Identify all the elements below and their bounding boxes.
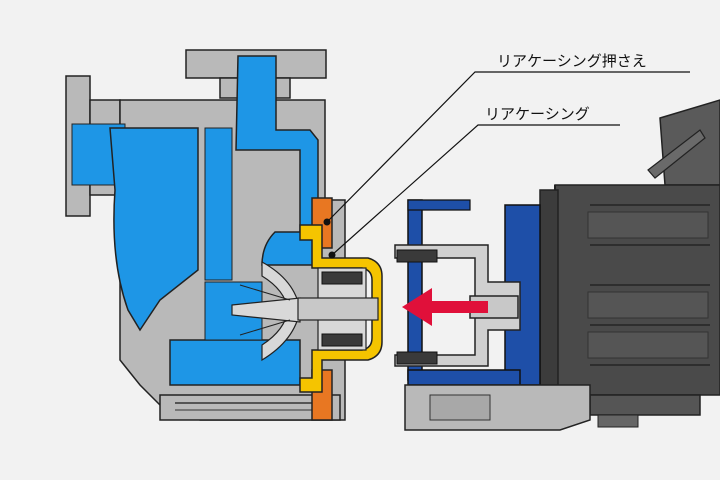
label-rear-casing: リアケーシング: [485, 105, 590, 123]
motor: [539, 99, 720, 428]
inner-magnet-assembly: [297, 267, 379, 351]
left-arrow-icon: [402, 288, 488, 326]
leader-line-casing: [328, 124, 620, 259]
label-rear-casing-holder: リアケーシング押さえ: [497, 52, 647, 70]
impeller: [231, 260, 301, 362]
dot-icon: [323, 218, 331, 226]
leader-line-holder: [323, 71, 690, 226]
dot-icon: [328, 251, 336, 259]
base-rib: [429, 394, 491, 421]
